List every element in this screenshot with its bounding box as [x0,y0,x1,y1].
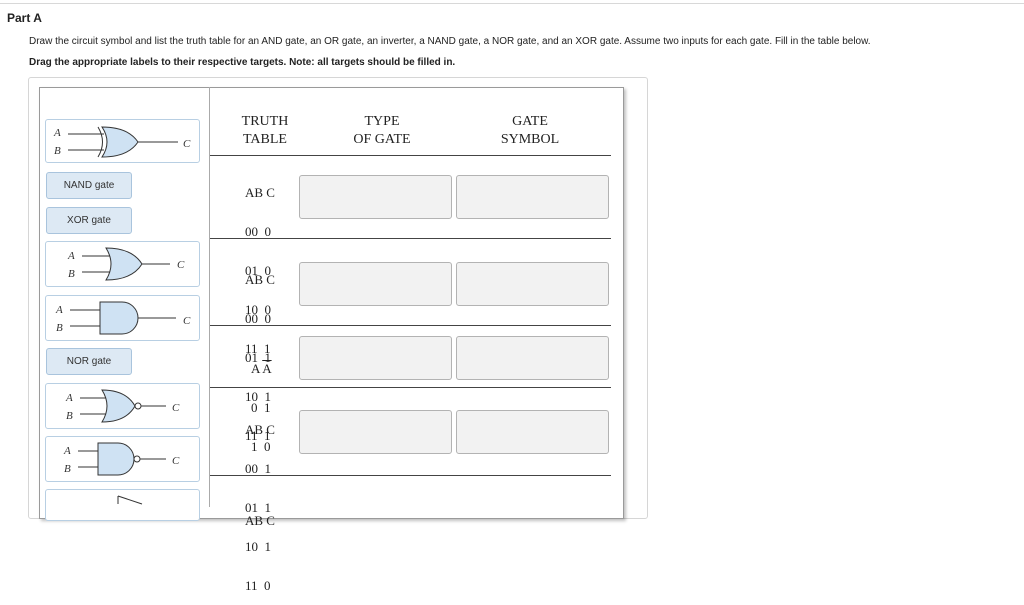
drop-target-type-row-3[interactable] [299,336,452,380]
gate-symbol-card-nor[interactable]: A B C [45,383,200,429]
row-divider [210,325,611,326]
drop-target-symbol-row-4[interactable] [456,410,609,454]
input-a-label: A [55,304,63,316]
label-nand-gate[interactable]: NAND gate [46,172,132,199]
drop-target-type-row-2[interactable] [299,262,452,306]
header-type-of-gate: TYPE OF GATE [353,114,411,147]
drop-target-type-row-1[interactable] [299,175,452,219]
input-b-label: B [54,145,61,157]
drop-target-symbol-row-1[interactable] [456,175,609,219]
input-b-label: B [66,410,73,422]
output-c-label: C [177,259,185,271]
gate-symbol-card-xor[interactable]: A B C [45,119,200,163]
input-a-label: A [63,445,71,457]
output-c-label: C [183,138,191,150]
input-a-label: A [67,250,75,262]
drag-instruction-text: Drag the appropriate labels to their res… [29,57,456,68]
part-title: Part A [7,11,42,25]
gate-symbol-card-or[interactable]: A B C [45,241,200,287]
output-c-label: C [172,402,180,414]
top-divider [0,3,1024,4]
row-divider [210,475,611,476]
label-xor-gate[interactable]: XOR gate [46,207,132,234]
input-b-label: B [64,463,71,475]
input-b-label: B [68,268,75,280]
output-c-label: C [172,455,180,467]
row-divider [210,387,611,388]
truth-table-row-5: AB C [245,513,275,528]
gate-symbol-card-and[interactable]: A B C [45,295,200,341]
truth-table-row-3: A A 0 1 1 0 [251,361,272,454]
output-c-label: C [183,315,191,327]
gate-symbol-card-nand[interactable]: A B C [45,436,200,482]
input-a-label: A [65,392,73,404]
drop-target-type-row-4[interactable] [299,410,452,454]
gate-symbol-card-inverter[interactable] [45,489,200,521]
inverter-header: A A [251,361,272,376]
xor-gate-symbol-icon: A B C [53,126,191,158]
drop-target-symbol-row-3[interactable] [456,336,609,380]
label-nor-gate[interactable]: NOR gate [46,348,132,375]
instructions-text: Draw the circuit symbol and list the tru… [29,36,871,47]
truth-table-row-2: AB C 00 0 01 1 10 1 11 1 [245,272,275,443]
inverter-gate-symbol-icon [117,495,143,505]
column-divider [209,87,210,507]
truth-table-row-1: AB C 00 0 01 0 10 0 11 1 [245,185,275,356]
or-gate-symbol-icon: A B C [67,247,185,281]
drop-target-symbol-row-2[interactable] [456,262,609,306]
input-a-label: A [53,127,61,139]
and-gate-symbol-icon: A B C [55,301,191,335]
nor-gate-symbol-icon: A B C [65,389,180,423]
input-b-label: B [56,322,63,334]
header-truth-table: TRUTH TABLE [241,114,289,147]
nand-gate-symbol-icon: A B C [63,442,180,476]
header-divider [210,155,611,156]
header-gate-symbol: GATE SYMBOL [500,114,560,147]
row-divider [210,238,611,239]
